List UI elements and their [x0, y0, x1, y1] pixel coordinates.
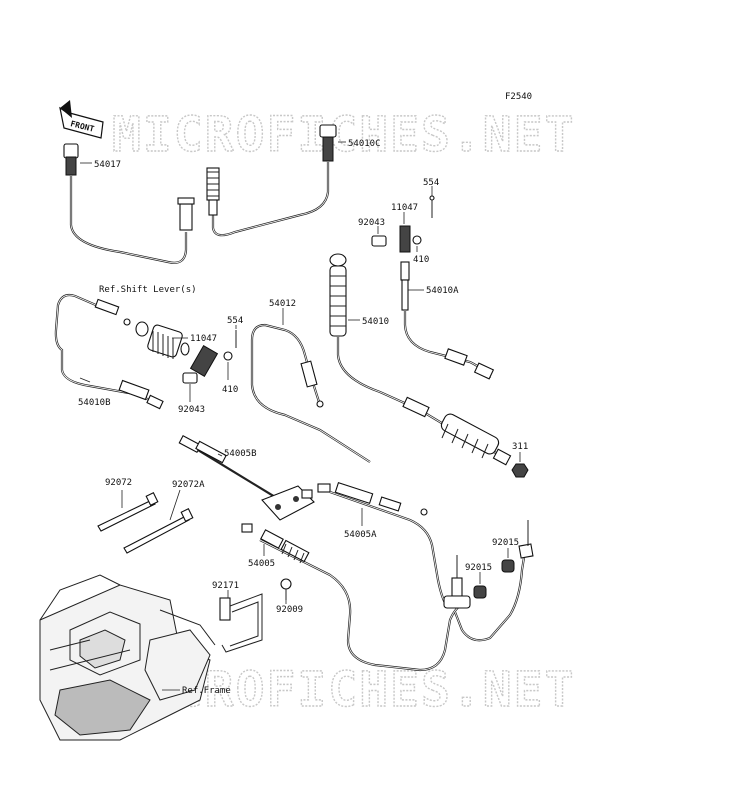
cable-54017	[63, 143, 195, 264]
nut-92015-lower	[473, 585, 487, 599]
nut-311	[511, 463, 529, 478]
label-92015-lower: 92015	[465, 563, 492, 573]
cable-54012	[250, 323, 371, 463]
label-92171: 92171	[212, 581, 239, 591]
label-92009: 92009	[276, 605, 303, 615]
cable-tie-92072	[97, 492, 159, 532]
figure-code: F2540	[505, 92, 532, 102]
cable-54010	[329, 253, 512, 466]
label-54010b: 54010B	[78, 398, 111, 408]
spring-group-lower	[123, 318, 237, 384]
front-arrow-icon: FRONT	[59, 100, 104, 139]
cable-54005	[241, 523, 463, 672]
label-54010a: 54010A	[426, 286, 459, 296]
label-54017: 54017	[94, 160, 121, 170]
cable-tie-92072a	[123, 508, 194, 554]
label-410-lower: 410	[222, 385, 238, 395]
label-54005: 54005	[248, 559, 275, 569]
label-54005a: 54005A	[344, 530, 377, 540]
cable-54010c	[206, 124, 337, 237]
label-410-upper: 410	[413, 255, 429, 265]
cable-bracket	[261, 485, 315, 521]
label-54010: 54010	[362, 317, 389, 327]
label-11047-lower: 11047	[190, 334, 217, 344]
pin-group-upper	[371, 195, 435, 253]
cable-54005a	[317, 481, 449, 609]
label-54010c: 54010C	[348, 139, 381, 149]
label-92072a: 92072A	[172, 480, 205, 490]
bracket-92171	[219, 593, 263, 653]
label-54012: 54012	[269, 299, 296, 309]
label-92015-upper: 92015	[492, 538, 519, 548]
label-554-upper: 554	[423, 178, 439, 188]
label-11047-upper: 11047	[391, 203, 418, 213]
label-554-lower: 554	[227, 316, 243, 326]
bolt-92009	[280, 578, 292, 600]
nut-92015-upper	[501, 559, 515, 573]
cable-loop-right	[443, 520, 534, 642]
label-ref-frame: Ref.Frame	[182, 686, 231, 696]
label-92043-lower: 92043	[178, 405, 205, 415]
label-92072: 92072	[105, 478, 132, 488]
watermark-top: MICROFICHES.NET	[112, 107, 575, 163]
label-ref-shift-lever: Ref.Shift Lever(s)	[99, 285, 197, 295]
cable-54010a	[400, 261, 495, 380]
label-92043-upper: 92043	[358, 218, 385, 228]
vehicle-frame	[39, 574, 216, 741]
cable-54010b	[54, 293, 164, 410]
cable-54005b	[178, 435, 281, 501]
label-54005b: 54005B	[224, 449, 257, 459]
label-311: 311	[512, 442, 528, 452]
